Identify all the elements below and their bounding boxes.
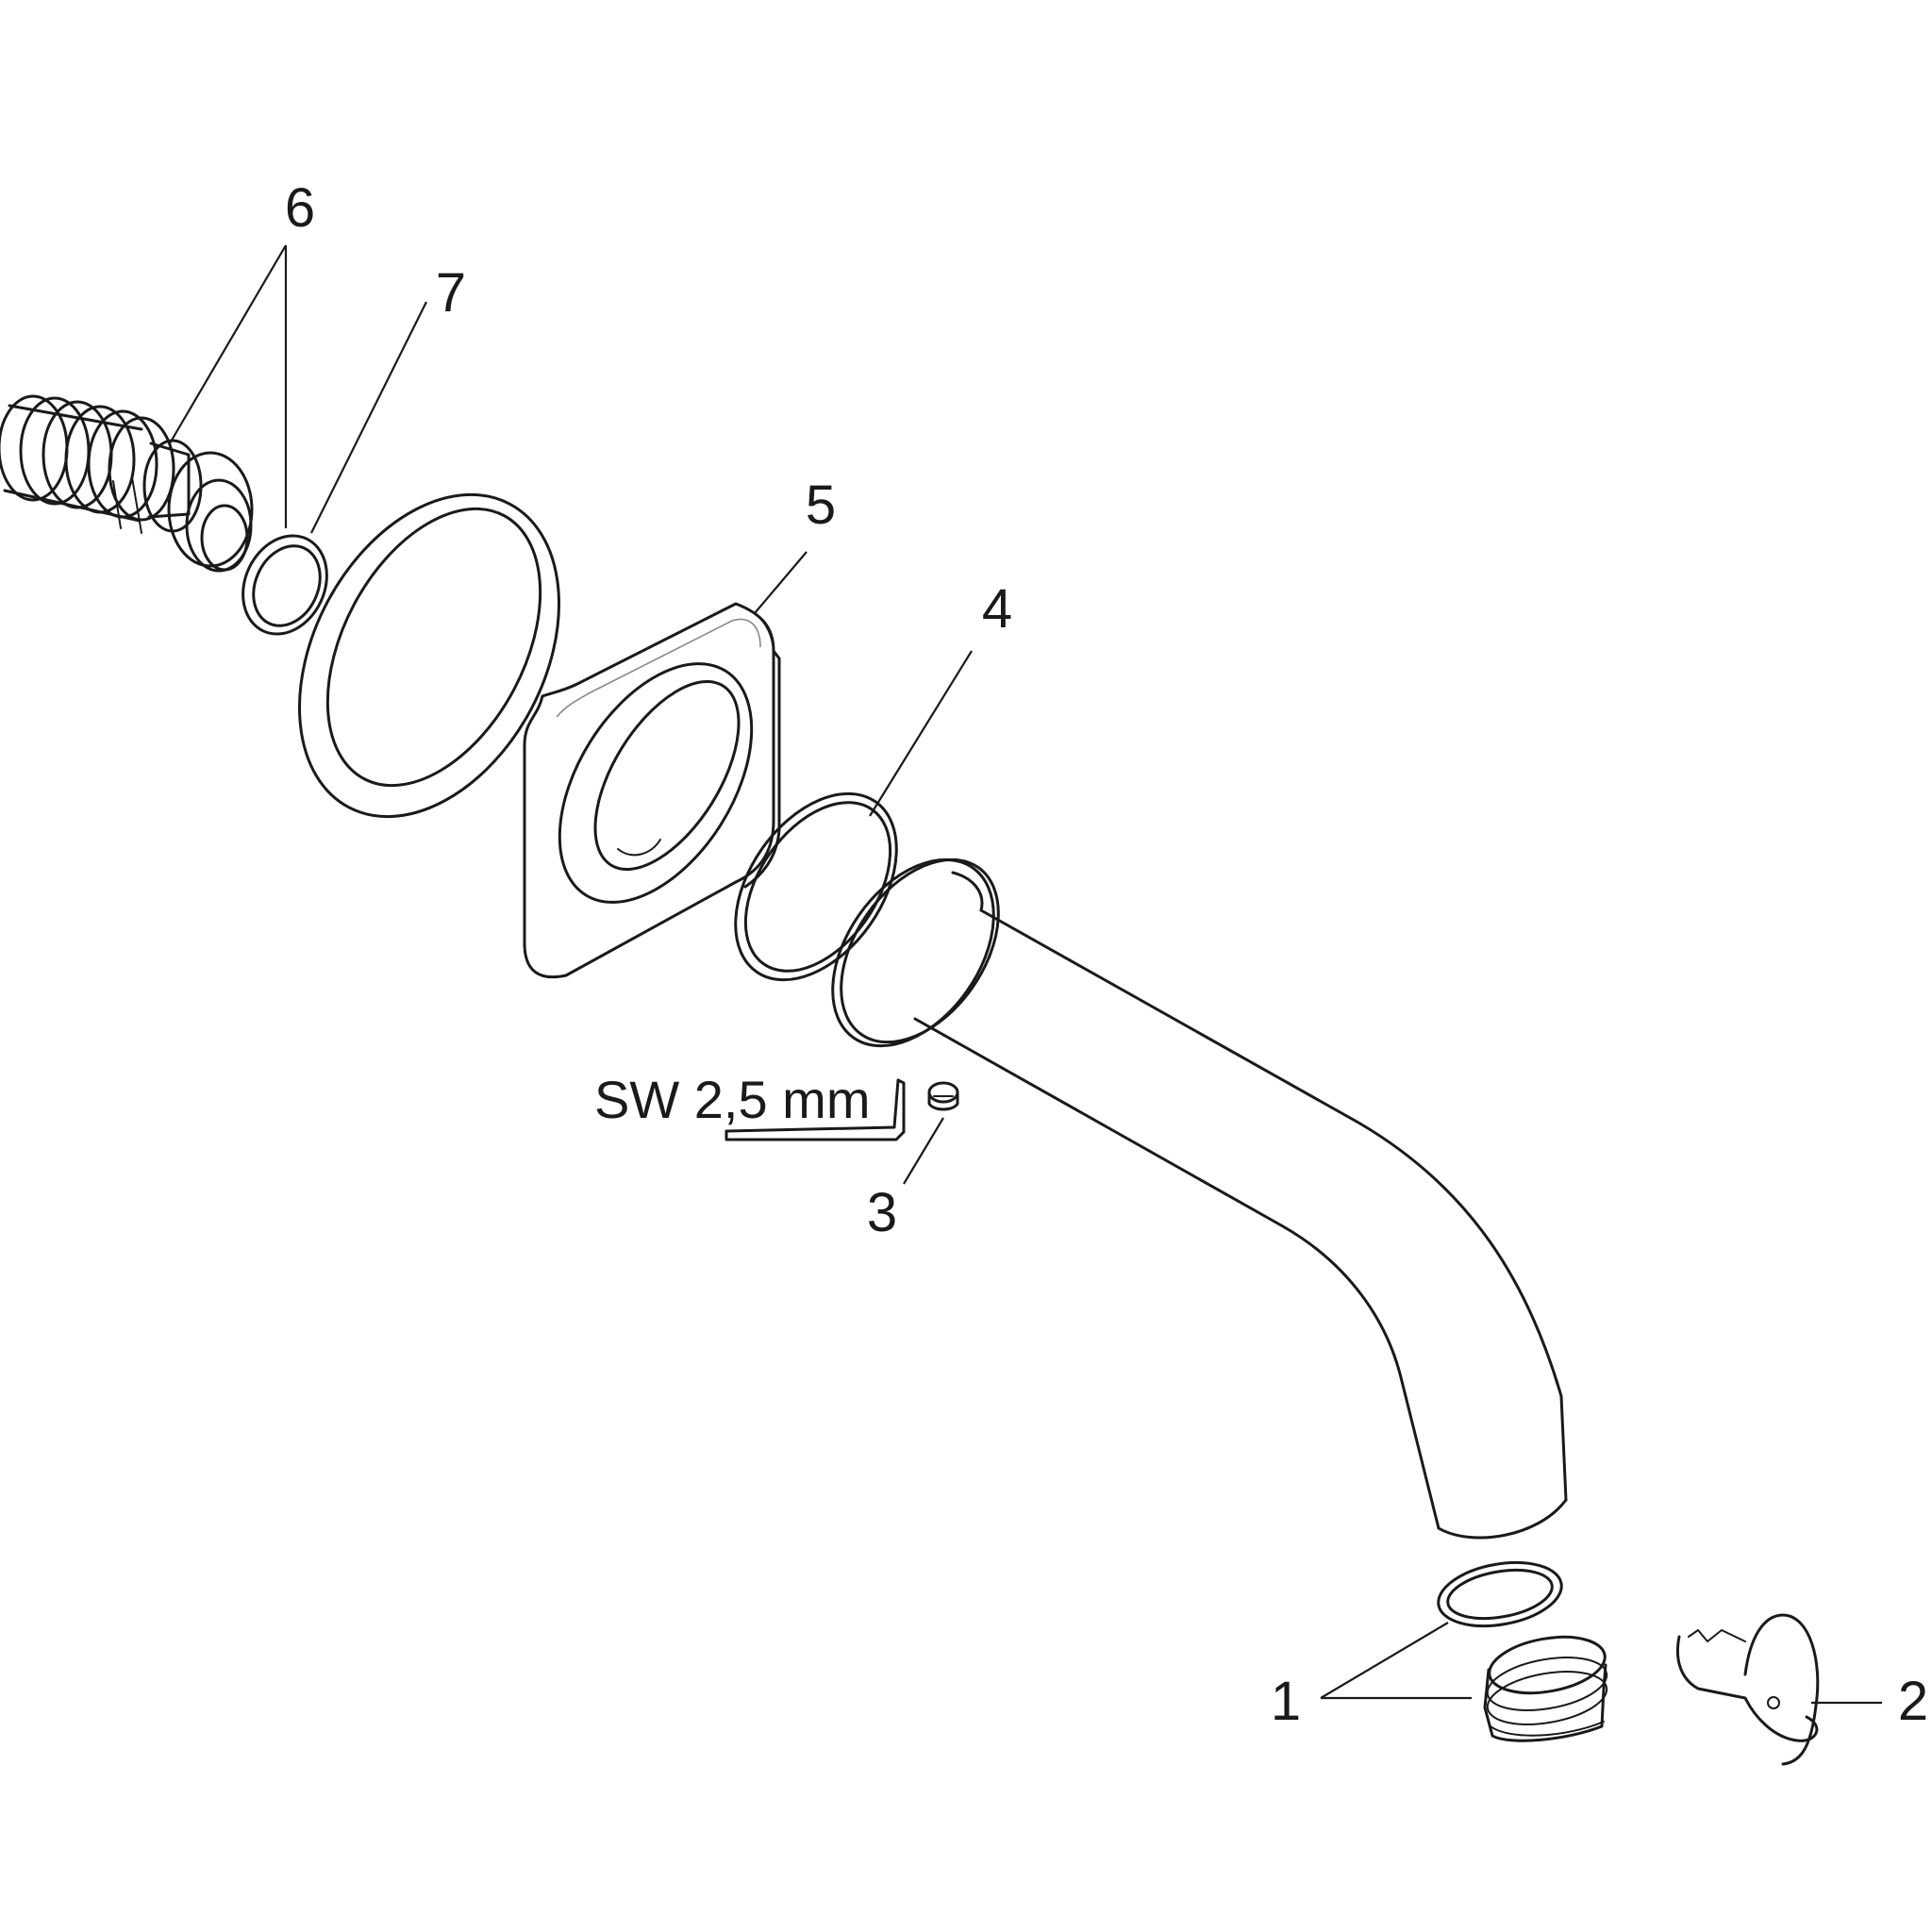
callout-3: 3 [867,1182,897,1243]
callout-5: 5 [806,475,836,536]
part-7-small-o-ring [242,534,328,636]
callout-7: 7 [436,262,466,324]
part-1-aerator-set [1437,1560,1608,1742]
callout-1: 1 [1271,1671,1301,1732]
callout-labels: 6 7 5 4 3 1 2 SW 2,5 mm [285,177,1928,1732]
spout-pipe [831,858,1568,1540]
part-6-threaded-connector [0,394,254,573]
hex-key-size-note: SW 2,5 mm [594,1070,870,1129]
callout-4: 4 [982,578,1012,640]
part-5-square-escutcheon [523,602,781,979]
large-gasket-ring [298,492,560,819]
part-4-o-ring [734,791,898,982]
leader-lines [169,244,1882,1705]
hex-key-tool [724,1078,906,1141]
part-3-grub-screw [927,1081,959,1111]
callout-2: 2 [1898,1671,1928,1732]
part-2-aerator-key [1675,1613,1820,1766]
callout-6: 6 [285,177,315,239]
